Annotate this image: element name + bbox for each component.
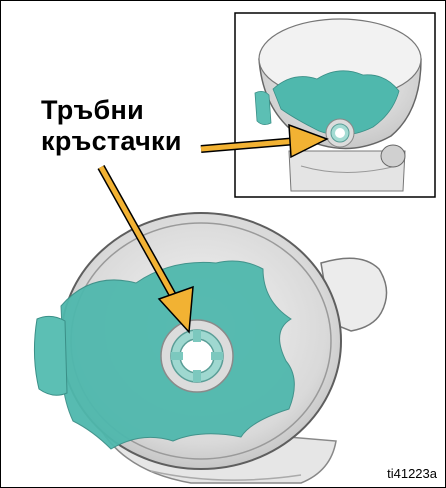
inset-view — [235, 13, 435, 197]
figure-id: ti41223a — [387, 466, 437, 481]
callout-line-2: кръстачки — [41, 126, 182, 157]
callout-label: Тръбни кръстачки — [41, 95, 182, 157]
callout-line-1: Тръбни — [41, 95, 182, 126]
large-hopper — [34, 213, 386, 483]
